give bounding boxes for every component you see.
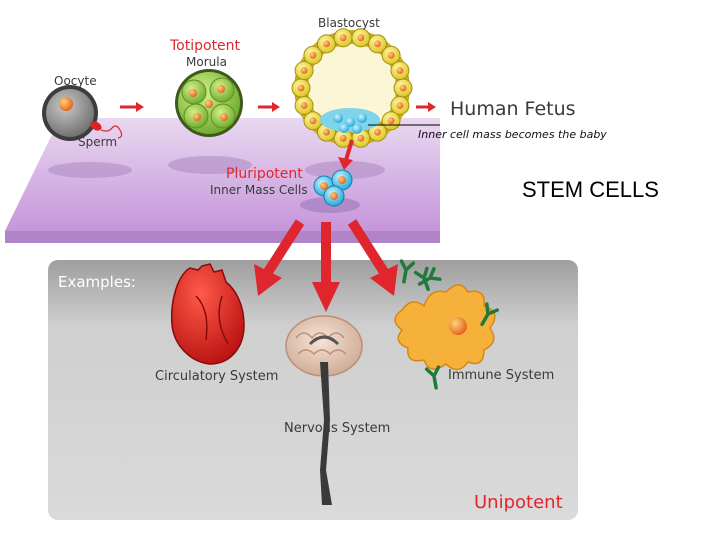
human-fetus-label: Human Fetus [450,98,576,120]
stem-cell-cluster-icon [313,169,353,207]
inner-mass-cells-label: Inner Mass Cells [210,183,308,197]
arrow-to-brain [312,222,340,312]
flow-arrow-3 [416,102,436,112]
examples-label: Examples: [58,273,136,291]
flow-arrow-2 [258,102,280,112]
examples-panel [48,260,578,520]
blastocyst-icon [291,28,413,148]
antibody-icon [417,267,442,286]
immune-cell-icon [394,284,496,371]
sperm-label: Sperm [78,135,118,149]
circulatory-label: Circulatory System [155,369,279,384]
morula-icon [175,69,243,137]
immune-label: Immune System [448,368,555,383]
nervous-label: Nervous System [284,421,391,436]
blastocyst-label: Blastocyst [318,16,380,30]
stem-cells-title: STEM CELLS [522,177,659,202]
inner-cell-note: Inner cell mass becomes the baby [418,128,607,141]
arrow-to-heart [254,219,305,296]
sperm-icon [90,121,123,139]
brain-icon [285,315,363,505]
antibody-icon [424,365,441,390]
antibody-icon [399,259,416,284]
antibody-icon [480,302,499,327]
flow-arrow-1 [120,102,144,112]
totipotent-label: Totipotent [170,38,241,54]
oocyte-icon [42,85,98,141]
pluripotent-label: Pluripotent [226,166,303,182]
arrow-to-immune [347,219,398,296]
morula-label: Morula [186,55,227,69]
unipotent-label: Unipotent [474,492,563,513]
oocyte-label: Oocyte [54,74,97,88]
heart-icon [170,263,245,365]
arrow-to-pluripotent [338,139,354,170]
